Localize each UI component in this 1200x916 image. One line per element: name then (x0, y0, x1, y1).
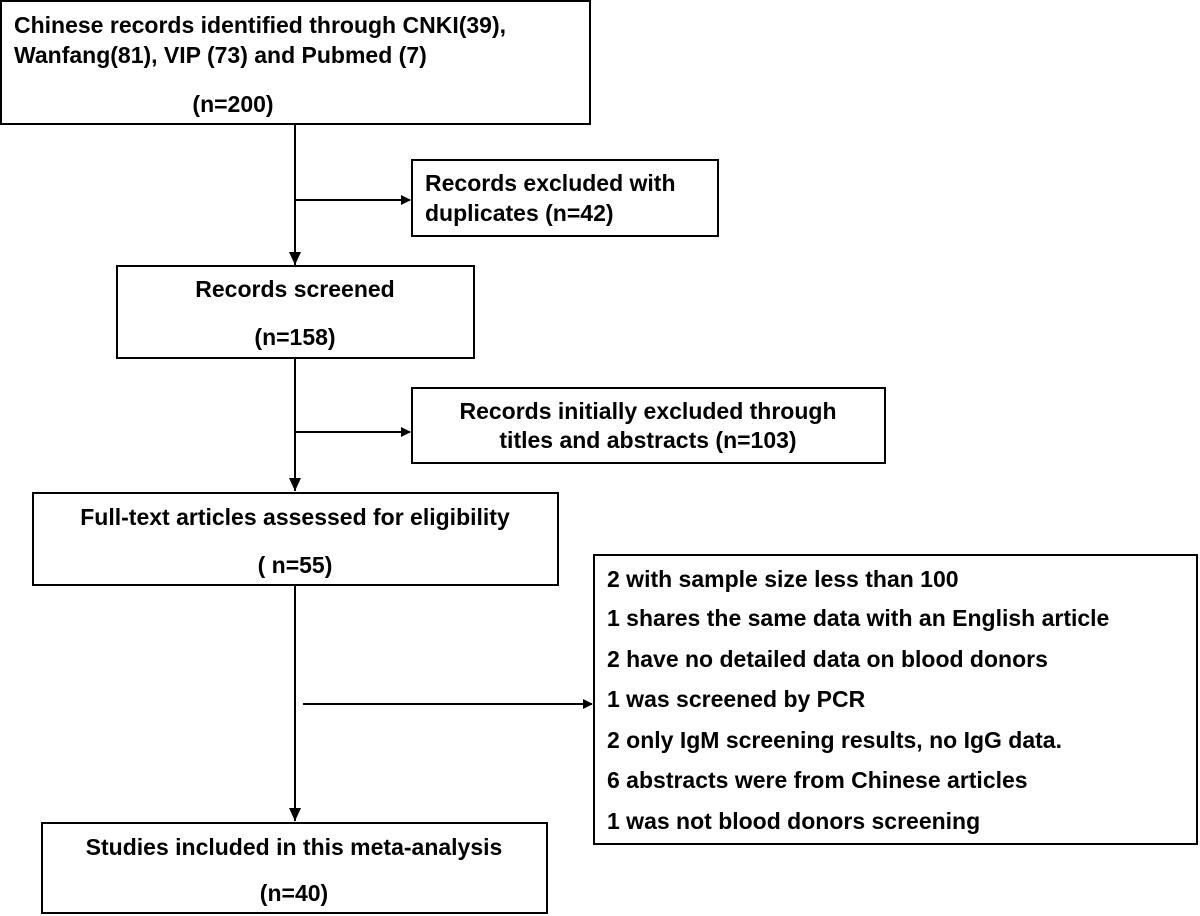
excluded-titles-line1: Records initially excluded through (459, 398, 837, 424)
excluded-duplicates-line2: duplicates (n=42) (425, 200, 614, 226)
screened-count: (n=158) (254, 324, 336, 350)
identification-box (0, 0, 591, 125)
excluded-duplicates-line1: Records excluded with (425, 170, 676, 196)
exclusion-reason: 6 abstracts were from Chinese articles (607, 767, 1028, 793)
eligibility-title: Full-text articles assessed for eligibil… (80, 504, 510, 530)
exclusion-reason: 1 was screened by PCR (607, 686, 866, 712)
identification-line1: Chinese records identified through CNKI(… (14, 12, 506, 38)
identification-count: (n=200) (192, 91, 274, 117)
exclusion-reason: 2 with sample size less than 100 (607, 566, 959, 592)
exclusion-reason: 2 only IgM screening results, no IgG dat… (607, 727, 1062, 753)
identification-line2: Wanfang(81), VIP (73) and Pubmed (7) (14, 42, 427, 68)
excluded-titles-line2: titles and abstracts (n=103) (499, 427, 797, 453)
exclusion-reasons-box (593, 554, 1198, 845)
exclusion-reason: 2 have no detailed data on blood donors (607, 646, 1048, 672)
included-count: (n=40) (259, 880, 329, 906)
excluded-duplicates-box (411, 159, 719, 237)
screened-box (116, 265, 475, 359)
screened-title: Records screened (195, 276, 395, 302)
exclusion-reason: 1 was not blood donors screening (607, 808, 981, 834)
included-box (41, 822, 548, 914)
eligibility-box (32, 492, 559, 586)
excluded-titles-box (411, 387, 886, 464)
included-title: Studies included in this meta-analysis (85, 834, 503, 860)
exclusion-reason: 1 shares the same data with an English a… (607, 605, 1110, 631)
eligibility-count: ( n=55) (257, 552, 333, 578)
